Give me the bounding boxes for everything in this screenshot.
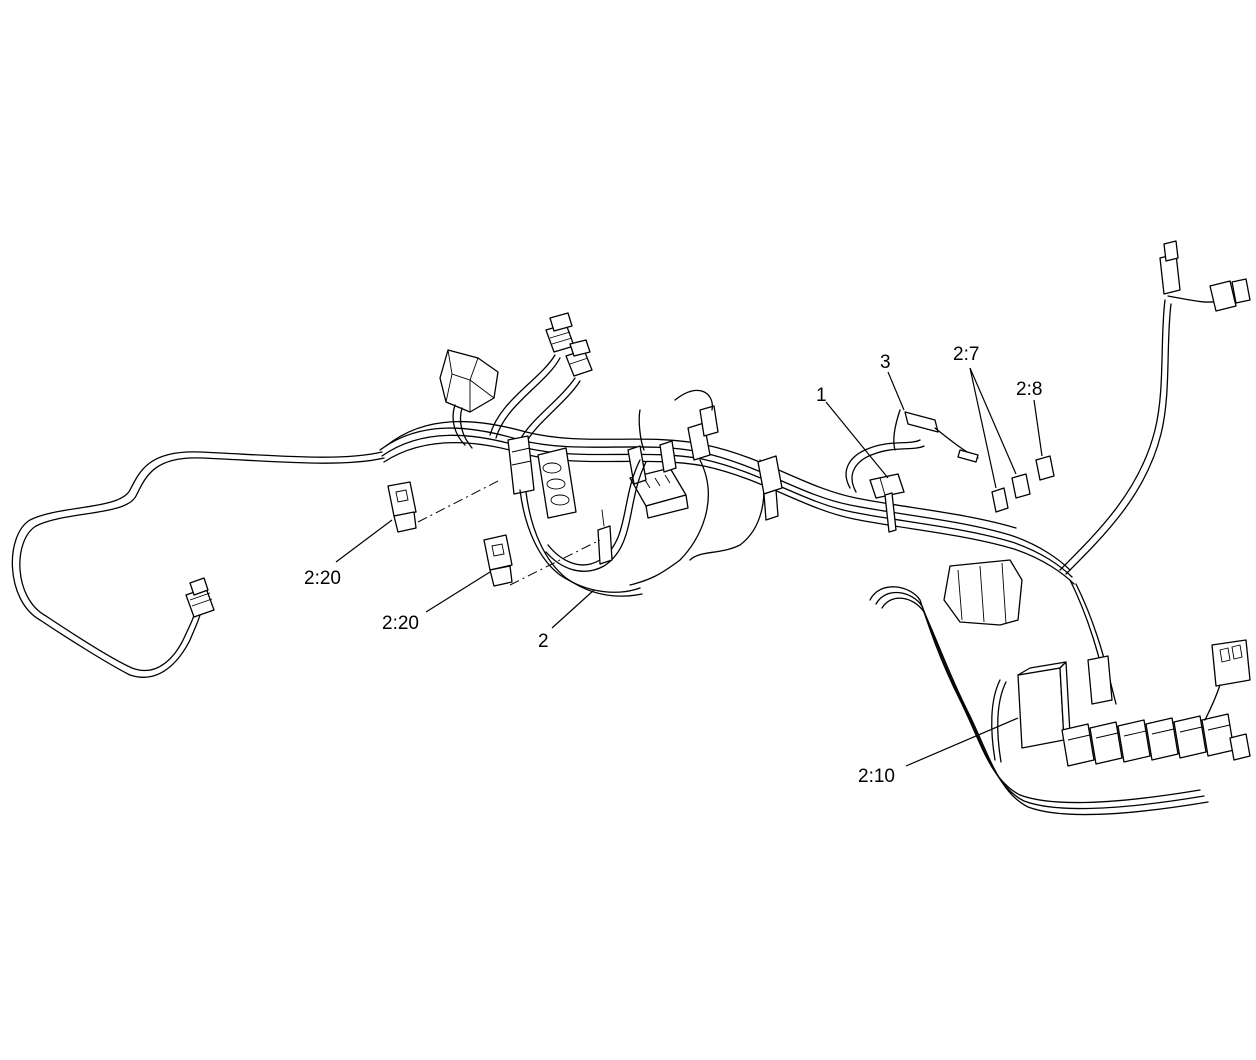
fuse-block [943,455,1055,626]
callout-2: 2 [538,631,549,652]
callout-3: 3 [880,352,891,373]
leader-2-8 [1033,399,1043,457]
control-module-box [1017,661,1071,749]
center-connector-cluster [507,389,783,597]
leader-1 [825,401,889,479]
leader-2-10 [905,717,1019,767]
right-side-connector [1204,639,1251,721]
leader-lines [335,367,1043,767]
callout-1: 1 [816,385,827,406]
callout-2-10: 2:10 [858,766,895,787]
left-branch-wire [11,451,385,678]
alignment-line-lower [509,539,601,586]
callout-2-8: 2:8 [1016,379,1042,400]
callout-2-7: 2:7 [953,344,979,365]
relay-row [1061,713,1251,767]
main-harness-trunk [379,420,1075,585]
leader-2 [551,589,595,629]
center-right-components [845,409,979,533]
tall-right-branch [1059,240,1251,705]
callout-2-20-upper: 2:20 [304,568,341,589]
loose-relay-upper [387,481,417,533]
leader-2-7-a [969,367,997,489]
far-left-connector [185,577,215,618]
leader-2-20-lower [425,571,491,613]
leader-3 [887,371,905,411]
alignment-line-upper [417,479,501,523]
leader-2-20-upper [335,519,393,563]
leader-2-7-b [969,367,1017,475]
loose-relay-lower [483,534,513,587]
callout-2-20-lower: 2:20 [382,613,419,634]
top-left-connector-block [439,349,499,449]
top-center-connectors [489,312,593,444]
